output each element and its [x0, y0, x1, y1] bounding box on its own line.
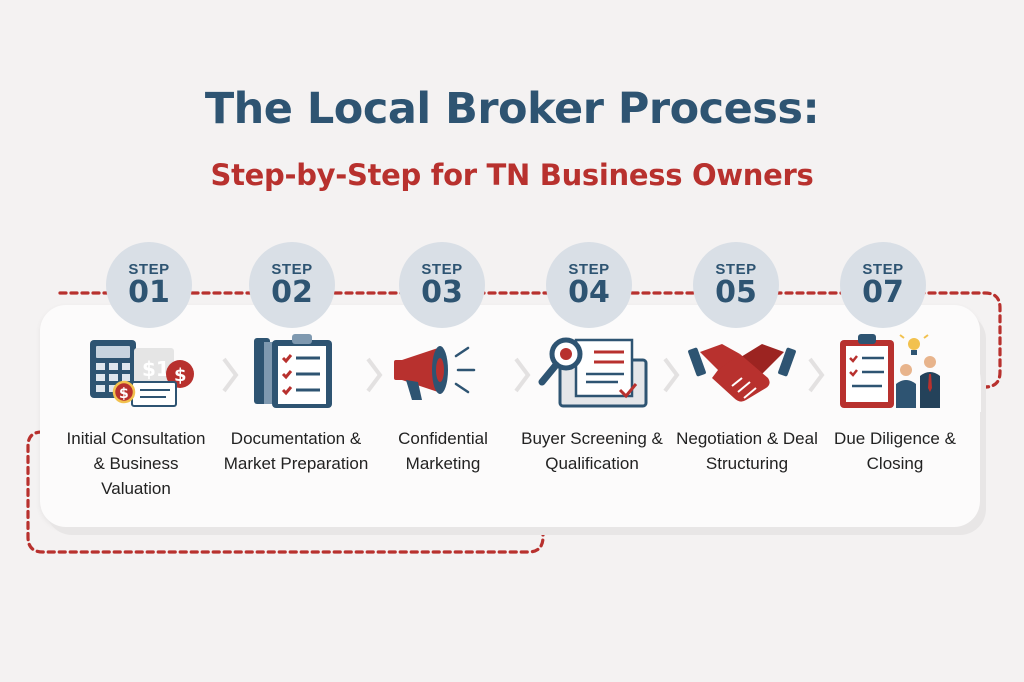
step-number: 02 [271, 274, 313, 310]
step-label: Initial Consultation & Business Valuatio… [66, 429, 206, 498]
step-badge: STEP 07 [840, 242, 926, 328]
step-word: STEP [128, 260, 170, 278]
calculator-money-icon: $1 $ $ [90, 340, 194, 407]
step-word: STEP [715, 260, 757, 278]
step-number: 01 [128, 274, 170, 310]
step-number: 04 [568, 274, 610, 310]
step-badge: STEP 01 [106, 242, 192, 328]
handshake-icon [688, 344, 796, 402]
chevron-right-icon [366, 357, 383, 393]
step-word: STEP [862, 260, 904, 278]
step-label: Documentation & Market Preparation [223, 429, 369, 473]
step-word: STEP [421, 260, 463, 278]
step-number: 03 [421, 274, 463, 310]
svg-text:$: $ [174, 365, 187, 386]
step-label: Buyer Screening & Qualification [521, 429, 663, 473]
megaphone-icon [394, 346, 476, 400]
page-subtitle: Step-by-Step for TN Business Owners [210, 158, 814, 192]
chevron-right-icon [663, 357, 680, 393]
chevron-right-icon [514, 357, 531, 393]
step-badge: STEP 03 [399, 242, 485, 328]
svg-text:$: $ [119, 386, 129, 402]
step-label: Due Diligence & Closing [834, 429, 956, 473]
step-number: 05 [715, 274, 757, 310]
clipboard-checklist-icon [254, 334, 332, 408]
step-badge: STEP 02 [249, 242, 335, 328]
step-word: STEP [271, 260, 313, 278]
chevron-right-icon [222, 357, 239, 393]
page-title: The Local Broker Process: [204, 84, 820, 134]
step-number: 07 [862, 274, 904, 310]
step-word: STEP [568, 260, 610, 278]
step-label: Confidential Marketing [398, 429, 488, 473]
svg-text:$1: $1 [142, 357, 170, 381]
step-label: Negotiation & Deal Structuring [676, 429, 818, 473]
chevron-right-icon [808, 357, 825, 393]
step-badge: STEP 05 [693, 242, 779, 328]
step-badge: STEP 04 [546, 242, 632, 328]
magnifier-document-icon [538, 337, 648, 408]
checklist-people-icon [840, 334, 940, 408]
